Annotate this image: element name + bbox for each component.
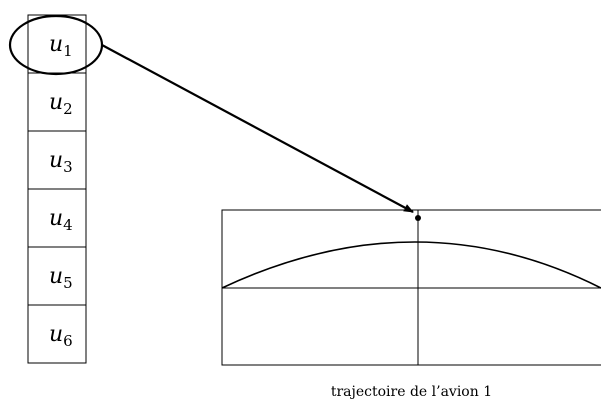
vector-cell-label: u6 <box>49 322 73 350</box>
vector-cell-label: u4 <box>49 206 73 234</box>
vector-cell-label: u2 <box>49 90 73 118</box>
vector-cells: u1 u2 u3 u4 u5 u6 <box>27 14 87 364</box>
vector-cell-label: u1 <box>49 32 73 60</box>
vector-cell <box>27 304 87 364</box>
vector-cell-label: u3 <box>49 148 73 176</box>
trajectory-caption: trajectoire de l’avion 1 <box>330 384 493 400</box>
trajectory-curve <box>221 241 601 289</box>
vector-cell-label: u5 <box>49 264 73 292</box>
trajectory-point <box>415 215 421 221</box>
mapping-arrow <box>101 44 414 213</box>
